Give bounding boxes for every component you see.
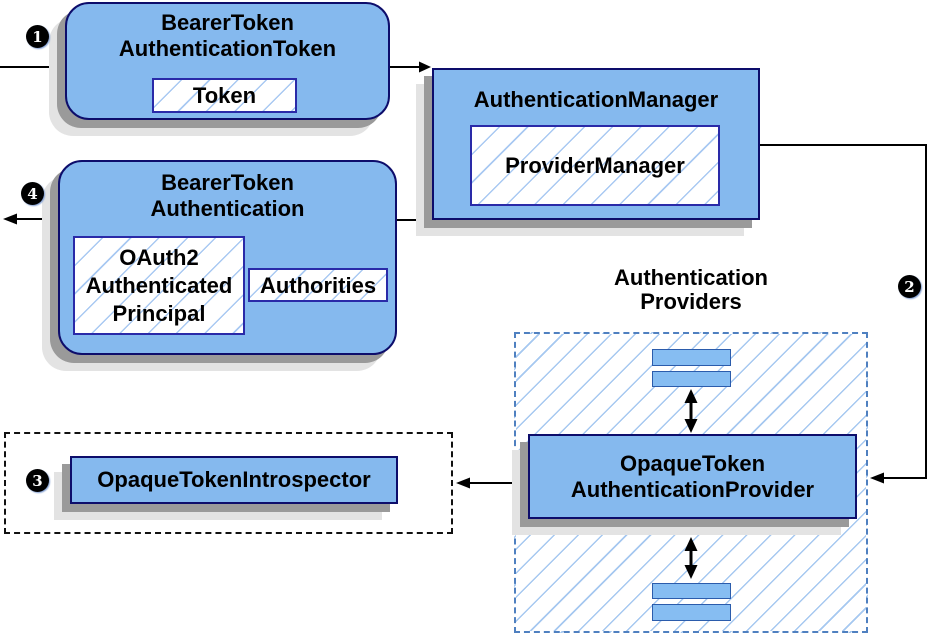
step-4-badge: 4 [21,182,44,205]
authorities-label: Authorities [259,272,377,298]
bearer-token-authentication-token-title-line1: BearerToken [161,10,294,35]
opaque-token-authentication-provider-line1: OpaqueToken [619,450,766,476]
provider-slot-bar [652,583,731,599]
step-2-badge: 2 [898,275,921,298]
provider-manager-label: ProviderManager [505,153,685,178]
bearer-token-authentication-title-line1: BearerToken [161,170,294,195]
opaque-token-authentication-provider-line2: AuthenticationProvider [570,476,815,502]
bearer-token-authentication-token-box: BearerToken AuthenticationToken Token [65,2,390,120]
bearer-token-authentication-box: BearerToken Authentication OAuth2 Authen… [58,160,397,355]
token-box: Token [152,78,297,113]
authentication-providers-label: Authentication Providers [566,266,816,314]
opaque-token-introspector-box: OpaqueTokenIntrospector [70,456,398,504]
bearer-token-authentication-token-title-line2: AuthenticationToken [118,36,337,61]
authentication-manager-title: AuthenticationManager [473,87,719,112]
provider-slot-bar [652,604,731,621]
arrow-token-to-manager [390,61,431,73]
provider-slot-bar [652,371,731,387]
authorities-box: Authorities [248,268,388,302]
principal-line2: Authenticated [85,272,233,298]
bearer-token-authentication-title-line2: Authentication [150,196,305,221]
provider-slot-bar [652,349,731,366]
arrow-authentication-out [3,213,58,225]
oauth2-authenticated-principal-box: OAuth2 Authenticated Principal [73,236,245,335]
principal-line1: OAuth2 [119,244,199,270]
authentication-providers-label-line1: Authentication [614,265,768,290]
opaque-token-authentication-provider-box: OpaqueToken AuthenticationProvider [528,434,857,519]
token-label: Token [192,83,257,108]
principal-line3: Principal [112,300,206,326]
opaque-token-introspector-title: OpaqueTokenIntrospector [97,467,371,492]
step-1-badge: 1 [26,25,49,48]
authentication-manager-box: AuthenticationManager ProviderManager [432,68,760,220]
step-3-badge: 3 [26,469,49,492]
authentication-providers-label-line2: Providers [640,289,742,314]
provider-manager-box: ProviderManager [470,125,720,206]
